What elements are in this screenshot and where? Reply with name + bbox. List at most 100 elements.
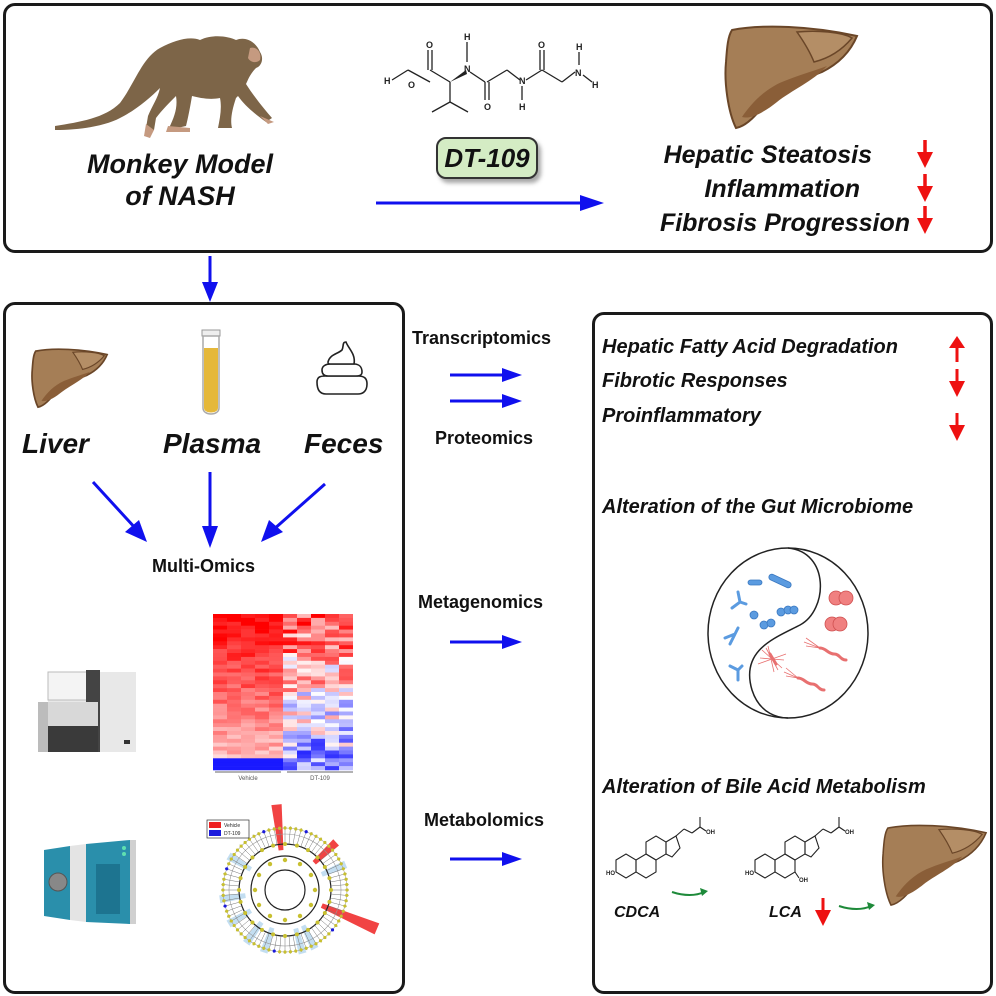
- heatmap-cell: [213, 637, 227, 642]
- cladogram-node: [272, 827, 276, 831]
- cladogram-node: [323, 840, 327, 845]
- cladogram-node: [227, 914, 231, 918]
- down-arrow-icon: [815, 898, 831, 926]
- heatmap-cell: [255, 676, 269, 681]
- heatmap-cell: [297, 703, 311, 708]
- microbiome-title: Alteration of the Gut Microbiome: [602, 496, 914, 518]
- cladogram-legend-swatch: [209, 822, 221, 828]
- heatmap-cell: [227, 711, 241, 716]
- down-arrow-icon: [917, 174, 933, 202]
- test-tube-icon: [201, 329, 221, 415]
- heatmap-cell: [227, 664, 241, 669]
- heatmap-cell: [269, 742, 283, 747]
- heatmap-cell: [227, 621, 241, 626]
- cladogram-node: [256, 872, 262, 878]
- heatmap-cell: [227, 695, 241, 701]
- cladogram-node: [337, 857, 341, 861]
- cladogram-node: [339, 914, 343, 918]
- heatmap-cell: [311, 707, 325, 712]
- cladogram-node: [257, 944, 261, 948]
- heatmap-cell: [227, 758, 241, 763]
- heatmap-cell: [325, 758, 339, 763]
- svg-text:H: H: [464, 32, 471, 42]
- heatmap-cell: [283, 664, 297, 669]
- cladogram-highlight: [320, 903, 380, 935]
- conversion-arrow: [671, 888, 708, 896]
- down-arrow-icon: [949, 413, 965, 441]
- heatmap-cell: [325, 676, 339, 681]
- heatmap-cell: [255, 625, 269, 630]
- cladogram-node: [260, 848, 264, 853]
- heatmap-cell: [269, 738, 283, 743]
- heatmap-group-label: Vehicle: [238, 776, 258, 782]
- heatmap-cell: [213, 617, 227, 623]
- cladogram-legend-box: [206, 819, 250, 839]
- heatmap-cell: [241, 684, 255, 689]
- cladogram-node: [271, 932, 276, 937]
- svg-text:N: N: [519, 76, 526, 86]
- heatmap-cell: [311, 637, 325, 642]
- heatmap-cell: [283, 656, 297, 662]
- cladogram-node: [308, 872, 314, 878]
- cladogram-ring: [250, 855, 320, 925]
- heatmap-cell: [269, 617, 283, 623]
- heatmap-cell: [213, 614, 227, 619]
- heatmap-cell: [339, 676, 353, 681]
- svg-text:N: N: [575, 68, 582, 78]
- heatmap-cell: [269, 762, 283, 767]
- heatmap-cell: [297, 614, 311, 619]
- heatmap-cell: [269, 656, 283, 662]
- heatmap-cell: [283, 758, 297, 763]
- heatmap-cell: [325, 742, 339, 747]
- feces-icon: [316, 341, 368, 395]
- heatmap-cell: [269, 754, 283, 759]
- heatmap-cell: [297, 633, 311, 638]
- heatmap-cell: [241, 727, 255, 732]
- heatmap-cell: [283, 688, 297, 693]
- heatmap-cell: [339, 672, 353, 677]
- heatmap-cell: [339, 742, 353, 747]
- heatmap-cell: [269, 703, 283, 708]
- heatmap-cell: [255, 738, 269, 743]
- heatmap-cell: [255, 731, 269, 736]
- conversion-arrow: [838, 902, 875, 910]
- heatmap-cell: [241, 617, 255, 623]
- mass-spectrometer-icon: [44, 840, 136, 924]
- heatmap-cell: [227, 750, 241, 755]
- treatment-arrow: [376, 195, 604, 211]
- heatmap-cell: [297, 766, 311, 771]
- heatmap-cell: [269, 621, 283, 626]
- heatmap-cell: [241, 758, 255, 763]
- cladogram-node: [309, 832, 313, 836]
- heatmap-cell: [297, 750, 311, 755]
- method-label-proteomics: Proteomics: [435, 428, 534, 448]
- svg-text:H: H: [384, 76, 391, 86]
- cladogram-node: [318, 837, 323, 841]
- heatmap-cell: [213, 723, 227, 728]
- heatmap-cell: [311, 711, 325, 716]
- heatmap-cell: [269, 641, 283, 646]
- heatmap-cell: [283, 621, 297, 626]
- heatmap-cell: [339, 668, 353, 673]
- heatmap-cell: [339, 766, 353, 771]
- metabolomics-arrow: [450, 852, 522, 866]
- heatmap-cell: [325, 621, 339, 626]
- heatmap-cell: [325, 703, 339, 708]
- cladogram-node: [282, 857, 288, 863]
- cladogram-node: [223, 872, 227, 876]
- heatmap-cell: [325, 653, 339, 658]
- heatmap-cell: [339, 621, 353, 626]
- svg-text:OH: OH: [799, 878, 808, 884]
- heatmap-cell: [241, 734, 255, 740]
- heatmap-cell: [255, 758, 269, 763]
- down-arrow-icon: [917, 140, 933, 168]
- cladogram-node: [271, 843, 276, 848]
- cladogram-node: [277, 826, 282, 830]
- heatmap-cell: [311, 758, 325, 763]
- heatmap-cell: [339, 695, 353, 701]
- method-label-metabolomics: Metabolomics: [424, 810, 545, 830]
- cladogram-ring: [264, 869, 306, 911]
- bile-acid-label-cdca: CDCA: [614, 904, 661, 921]
- heatmap-cell: [339, 727, 353, 732]
- down-arrow-icon: [949, 369, 965, 397]
